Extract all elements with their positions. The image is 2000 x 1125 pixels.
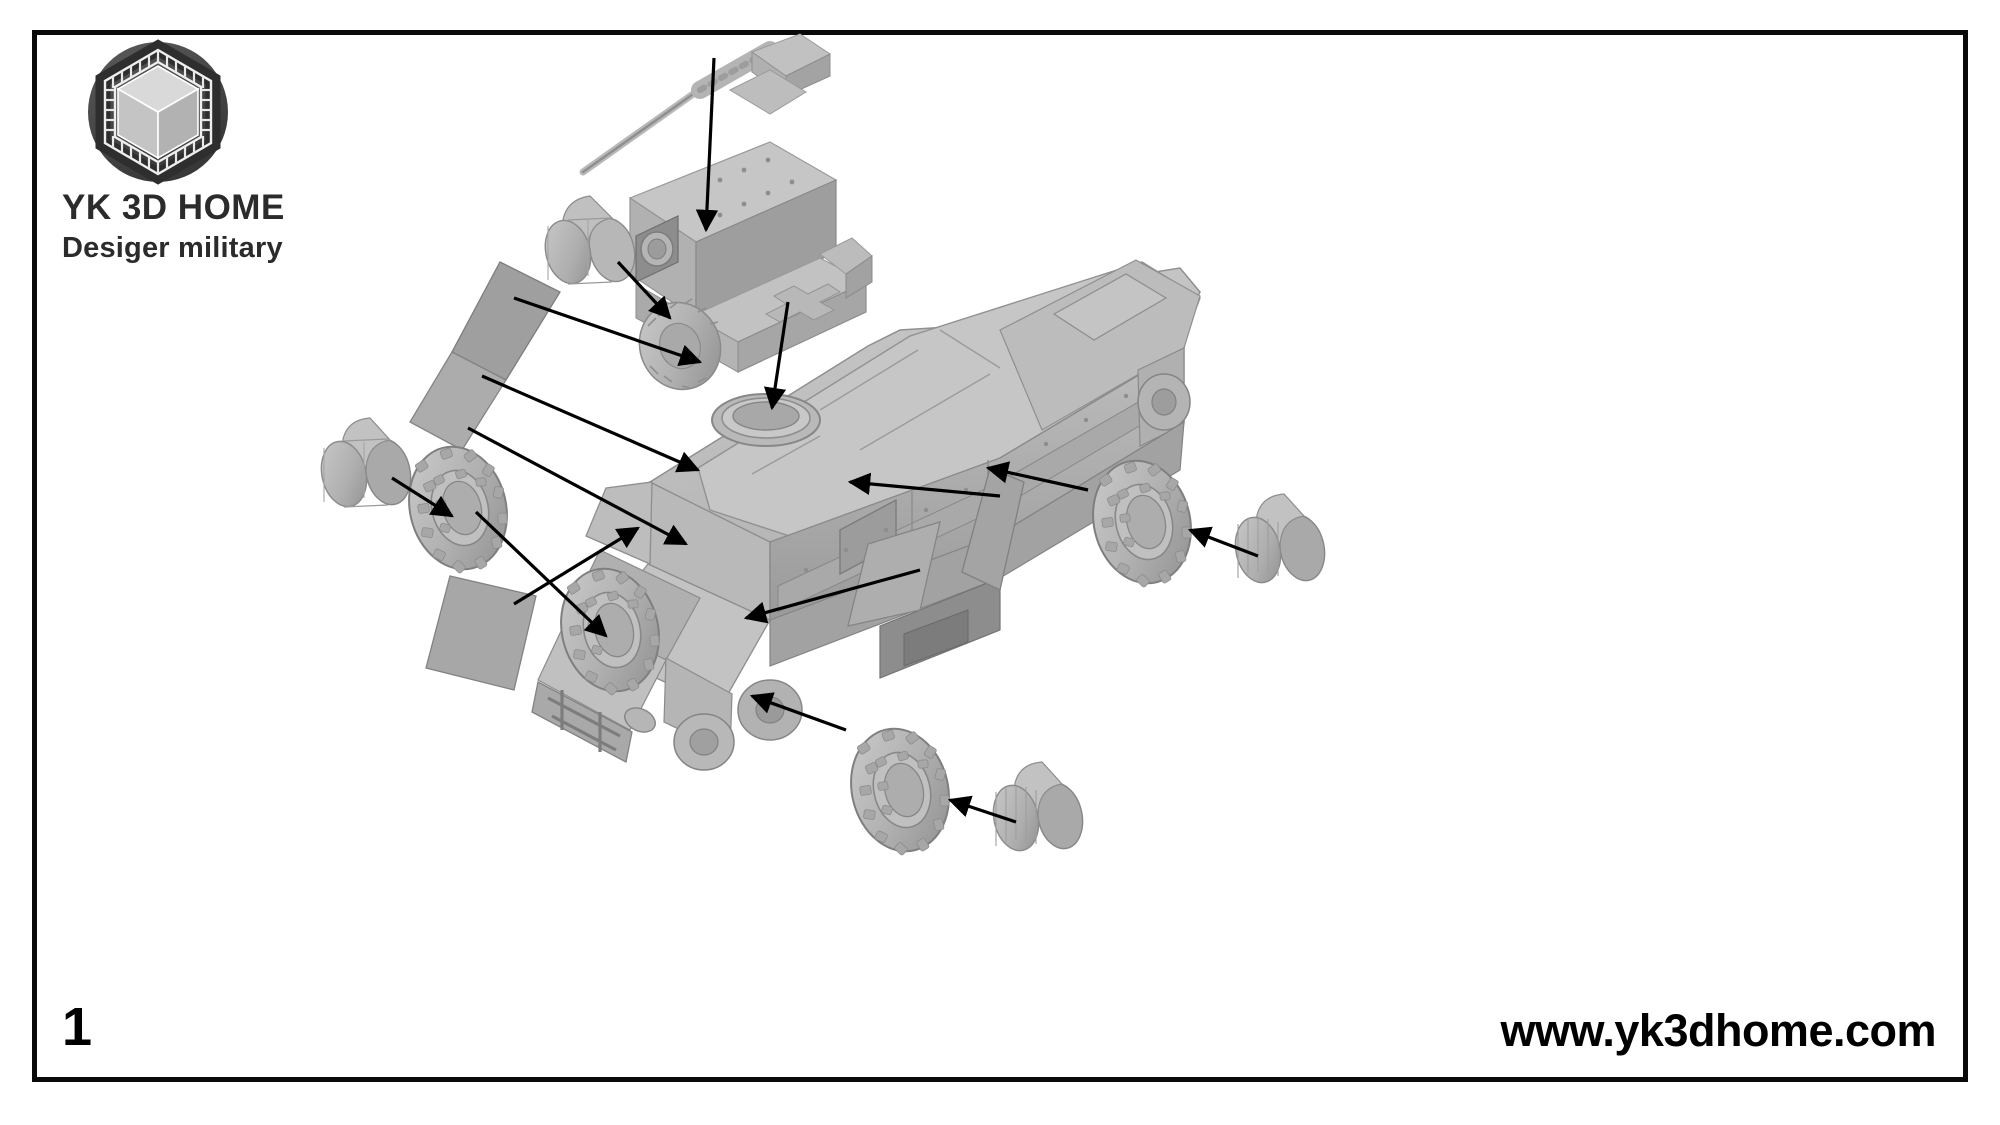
arrow-plate-left-to-hull	[481, 374, 701, 473]
armor-plate-right-lower	[847, 521, 941, 627]
wheel-hub-upper	[544, 195, 636, 285]
tire-front-left	[408, 445, 508, 574]
arrow-hub-to-tire-rear-left	[947, 795, 1017, 824]
tire-rear-left	[850, 727, 950, 856]
website-url[interactable]: www.yk3dhome.com	[1500, 1005, 1937, 1056]
wheel-hub-rear-left	[992, 761, 1084, 852]
remote-weapon-station	[579, 33, 873, 391]
arrow-plate-front-to-hull	[513, 526, 640, 606]
armor-plate-front-lower	[425, 575, 537, 691]
armor-plate-right-upper	[961, 467, 1025, 591]
wheel-hub-rear-right	[1234, 493, 1326, 584]
arrow-hub-to-tire-front-left	[391, 476, 454, 518]
hexagon-cube-badge-icon	[84, 38, 232, 186]
wheel-hub-front-left	[320, 417, 412, 508]
arrow-tire-rear-left-to-hull	[749, 692, 847, 732]
brand-logo-block: YK 3D HOME Desiger military	[62, 38, 342, 278]
page-number: 1	[62, 997, 93, 1057]
arrow-hub-to-tire-rear-right	[1187, 526, 1259, 558]
arrow-plate-lower-to-hull	[467, 426, 688, 546]
arrow-plate-upper-to-hull	[513, 296, 703, 367]
assembly-arrows	[391, 57, 1259, 824]
arrow-tire-rear-right-to-hull	[985, 461, 1089, 492]
arrow-hub-to-tire-front-right	[474, 510, 608, 638]
arrow-rws-to-roof	[695, 57, 719, 233]
exploded-view-illustration	[300, 30, 1940, 1030]
arrow-plate-right-lower-to-hull	[743, 568, 921, 624]
arrow-plate-right-upper-to-hull	[847, 472, 1001, 498]
arrow-rws-base-to-hatch	[763, 301, 790, 411]
brand-name: YK 3D HOME	[62, 188, 285, 227]
arrow-hub-to-small-wheel	[616, 260, 672, 320]
tire-front-right	[560, 567, 660, 696]
brand-tagline: Desiger military	[62, 232, 283, 264]
